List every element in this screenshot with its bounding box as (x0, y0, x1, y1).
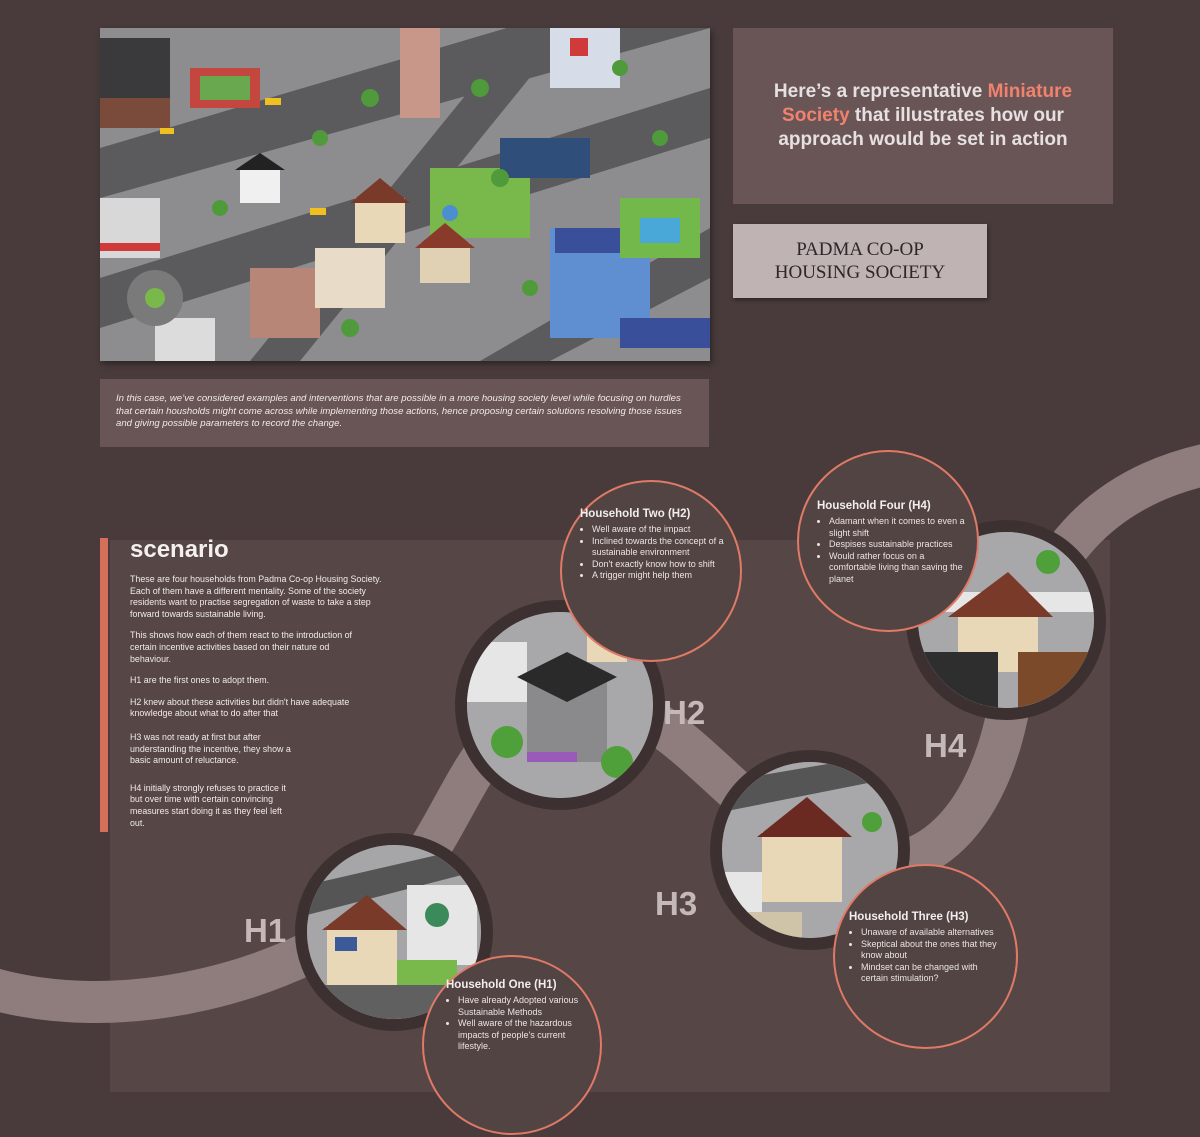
scenario-paragraph: These are four households from Padma Co-… (130, 574, 382, 619)
household-points: Well aware of the impact Inclined toward… (580, 524, 742, 582)
household-h1-card: Household One (H1) Have already Adopted … (422, 955, 602, 1135)
house-illustration (722, 762, 898, 938)
h2-label: H2 (663, 694, 706, 731)
household-title: Household Three (H3) (849, 911, 969, 923)
scenario-paragraph: H4 initially strongly refuses to practic… (130, 782, 286, 828)
household-point: Unaware of available alternatives (861, 927, 1001, 939)
h3-label: H3 (655, 885, 698, 922)
household-points: Have already Adopted various Sustainable… (446, 995, 588, 1053)
society-name-line2: HOUSING SOCIETY (774, 262, 946, 283)
household-point: Adamant when it comes to even a slight s… (829, 516, 969, 539)
household-point: Despises sustainable practices (829, 539, 969, 551)
intro-highlight: Miniature Society (782, 81, 1073, 126)
accent-bar (100, 538, 108, 832)
household-point: Well aware of the hazardous impacts of p… (458, 1018, 588, 1053)
society-name-line1: PADMA CO-OP (796, 239, 924, 260)
household-point: Don't exactly know how to shift (592, 559, 742, 571)
h4-label: H4 (924, 727, 967, 764)
intro-text-part2: that illustrates how our approach would … (778, 105, 1068, 150)
household-title: Household Four (H4) (817, 500, 931, 512)
household-point: A trigger might help them (592, 570, 742, 582)
household-points: Unaware of available alternatives Skepti… (849, 927, 1001, 985)
context-note-panel: In this case, we’ve considered examples … (100, 379, 709, 447)
household-h4-card: Household Four (H4) Adamant when it come… (797, 450, 979, 632)
context-note: In this case, we’ve considered examples … (116, 393, 682, 429)
household-h2-picture (455, 600, 665, 810)
household-point: Have already Adopted various Sustainable… (458, 995, 588, 1018)
scenario-title: scenario (130, 536, 229, 563)
household-title: Household One (H1) (446, 979, 557, 991)
household-h2-card: Household Two (H2) Well aware of the imp… (560, 480, 742, 662)
household-point: Inclined towards the concept of a sustai… (592, 536, 742, 559)
scenario-section: scenario These are four households from … (130, 536, 400, 839)
scenario-paragraph: H2 knew about these activities but didn'… (130, 696, 350, 719)
scenario-paragraph: H3 was not ready at first but after unde… (130, 731, 291, 766)
h1-label: H1 (244, 912, 287, 949)
intro-text: Here’s a representative Miniature Societ… (758, 80, 1088, 152)
intro-panel: Here’s a representative Miniature Societ… (733, 28, 1113, 204)
household-point: Mindset can be changed with certain stim… (861, 962, 1001, 985)
household-points: Adamant when it comes to even a slight s… (817, 516, 969, 586)
household-point: Would rather focus on a comfortable livi… (829, 551, 969, 586)
household-title: Household Two (H2) (580, 508, 691, 520)
miniature-society-illustration (100, 28, 710, 361)
household-h3-card: Household Three (H3) Unaware of availabl… (833, 864, 1018, 1049)
household-point: Well aware of the impact (592, 524, 742, 536)
city-map-graphic (100, 28, 710, 361)
scenario-paragraph: This shows how each of them react to the… (130, 630, 352, 664)
scenario-paragraph: H1 are the first ones to adopt them. (130, 675, 270, 686)
house-illustration (467, 612, 653, 798)
household-point: Skeptical about the ones that they know … (861, 939, 1001, 962)
intro-text-part1: Here’s a representative (773, 81, 988, 102)
